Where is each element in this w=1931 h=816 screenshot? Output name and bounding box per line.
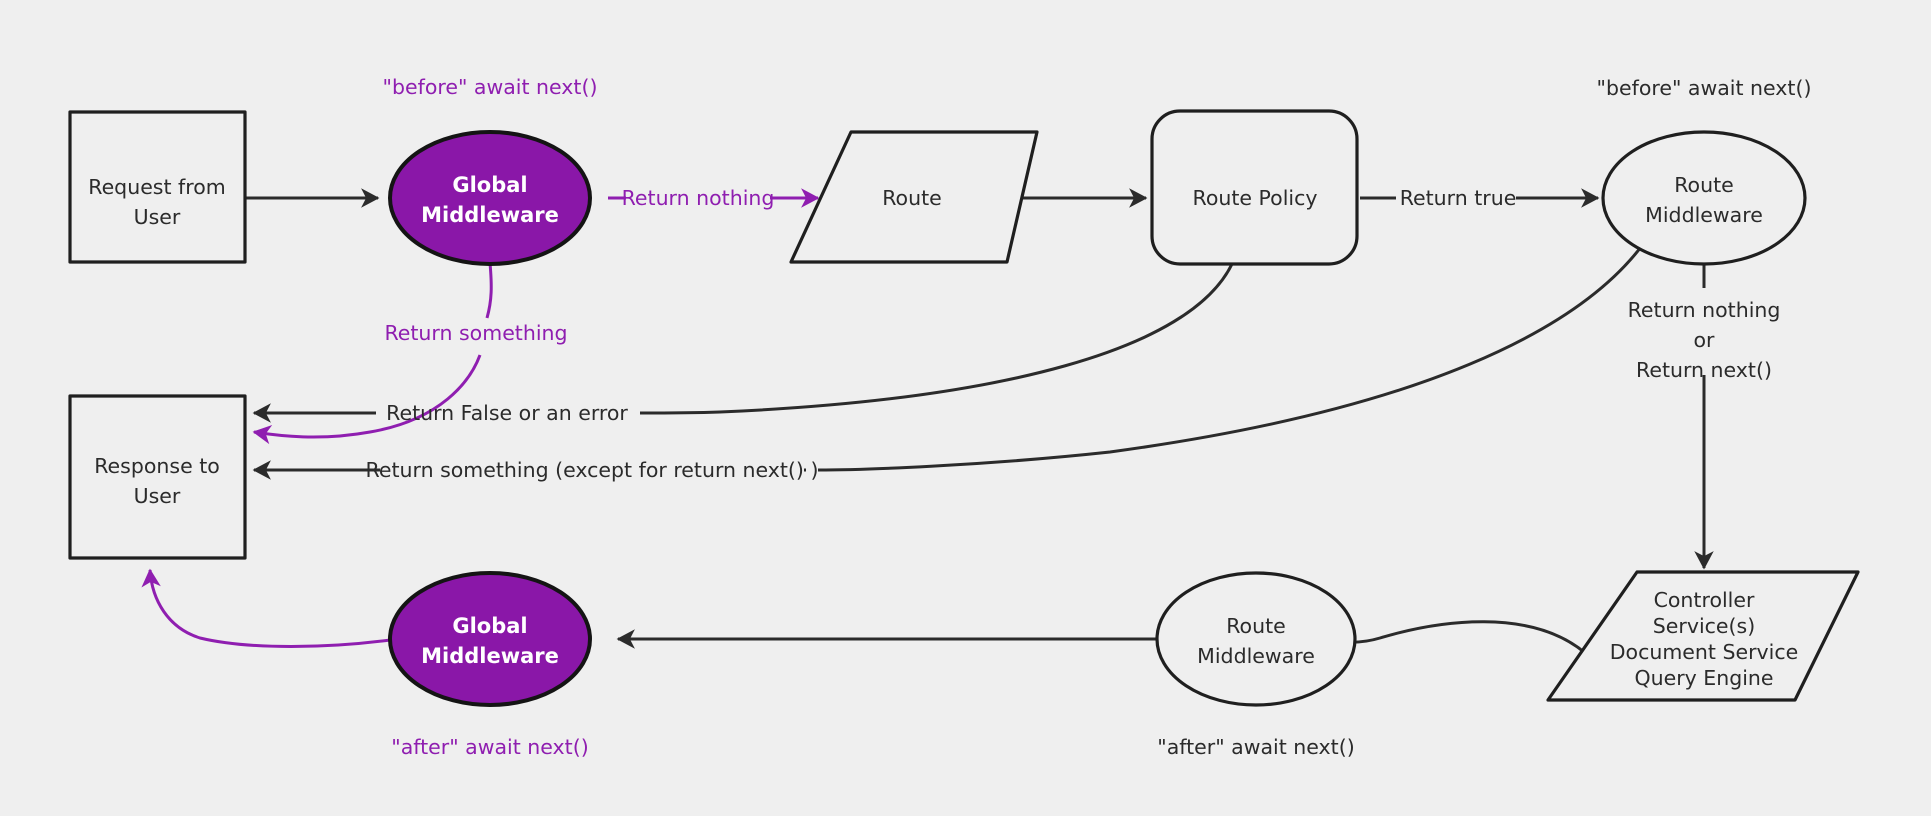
node-controller-services[interactable]: Controller Service(s) Document Service Q… — [1546, 570, 1860, 702]
edge-label-return-something: Return something — [384, 321, 567, 345]
edge-label-return-nothing: Return nothing — [622, 186, 775, 210]
controller-services-shape[interactable] — [1546, 570, 1860, 702]
global-middleware-top-shape[interactable] — [388, 130, 592, 266]
edge-global-middleware-to-response: Return something — [252, 262, 568, 445]
global-middleware-bottom-label-line1: Global — [452, 614, 527, 638]
controller-services-label-line3: Document Service — [1610, 640, 1798, 664]
response-to-user-label-line1: Response to — [94, 454, 220, 478]
edge-label-return-false-or-error: Return False or an error — [386, 401, 628, 425]
route-middleware-top-label-line1: Route — [1674, 173, 1734, 197]
annotation-after-await-next-global: "after" await next() — [391, 735, 588, 759]
response-to-user-shape[interactable] — [68, 394, 247, 560]
route-middleware-top-label-line2: Middleware — [1645, 203, 1763, 227]
request-from-user-shape[interactable] — [68, 110, 247, 264]
route-shape[interactable] — [789, 130, 1039, 264]
route-policy-shape[interactable] — [1150, 109, 1359, 266]
route-policy-label: Route Policy — [1193, 186, 1318, 210]
global-middleware-bottom-label-line2: Middleware — [421, 644, 559, 668]
route-middleware-bottom-label-line1: Route — [1226, 614, 1286, 638]
global-middleware-bottom-shape[interactable] — [388, 571, 592, 707]
edge-label-return-nothing-line3: Return next() — [1636, 358, 1772, 382]
controller-services-label-line2: Service(s) — [1653, 614, 1755, 638]
controller-services-label-line4: Query Engine — [1634, 666, 1773, 690]
route-label: Route — [882, 186, 942, 210]
edge-label-return-nothing-line1: Return nothing — [1628, 298, 1781, 322]
annotation-before-await-next-route: "before" await next() — [1597, 76, 1812, 100]
edge-label-return-nothing-line2: or — [1694, 328, 1716, 352]
edge-route-middleware-to-controller: Return nothing or Return next() — [1628, 225, 1781, 570]
node-route-middleware-top[interactable]: Route Middleware "before" await next() — [1597, 76, 1812, 266]
node-global-middleware-bottom[interactable]: Global Middleware "after" await next() — [388, 571, 592, 759]
request-from-user-label-line2: User — [134, 205, 181, 229]
edge-label-backing — [380, 455, 804, 485]
request-from-user-label-line1: Request from — [88, 175, 226, 199]
route-middleware-bottom-shape[interactable] — [1155, 571, 1357, 707]
global-middleware-top-label-line2: Middleware — [421, 203, 559, 227]
edge-global-middleware-bottom-to-response — [141, 568, 391, 648]
annotation-before-await-next-global: "before" await next() — [383, 75, 598, 99]
node-route[interactable]: Route — [789, 130, 1039, 264]
node-route-middleware-bottom[interactable]: Route Middleware "after" await next() — [1155, 571, 1357, 759]
node-route-policy[interactable]: Route Policy — [1150, 109, 1359, 266]
edge-route-middleware-to-response-something: Return something (except for return next… — [252, 242, 1646, 485]
node-response-to-user[interactable]: Response to User — [68, 394, 247, 560]
node-request-from-user[interactable]: Request from User — [68, 110, 247, 264]
edge-route-policy-to-response-false: Return False or an error — [252, 263, 1234, 425]
edge-label-return-true: Return true — [1400, 186, 1517, 210]
edge-route-policy-to-route-middleware: Return true — [1360, 186, 1600, 210]
controller-services-label-line1: Controller — [1654, 588, 1755, 612]
edge-global-middleware-to-route: Return nothing — [608, 186, 820, 210]
edge-label-return-something-except: Return something (except for return next… — [366, 458, 819, 482]
route-middleware-bottom-label-line2: Middleware — [1197, 644, 1315, 668]
annotation-after-await-next-route: "after" await next() — [1157, 735, 1354, 759]
route-middleware-top-shape[interactable] — [1601, 130, 1807, 266]
global-middleware-top-label-line1: Global — [452, 173, 527, 197]
response-to-user-label-line2: User — [134, 484, 181, 508]
node-global-middleware-top[interactable]: Global Middleware "before" await next() — [383, 75, 598, 266]
